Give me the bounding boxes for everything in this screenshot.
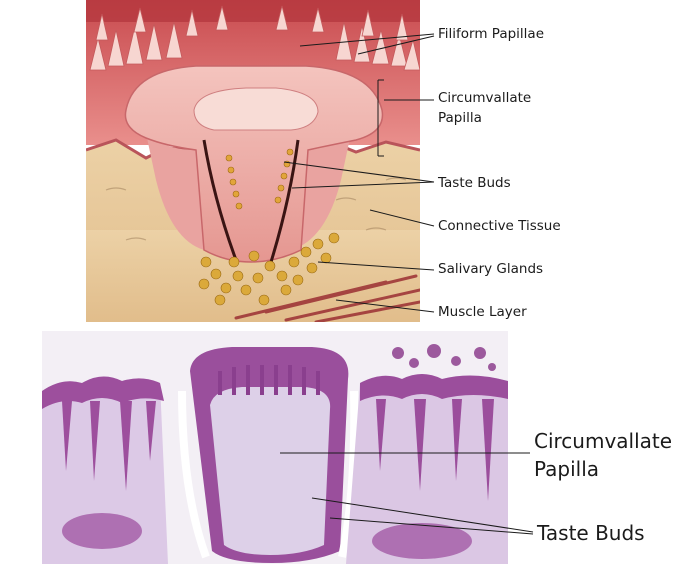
tongue-papilla-illustration: [86, 0, 420, 322]
taste-bud-dots: [225, 148, 294, 210]
histology-micrograph: [42, 331, 508, 564]
salivary-glands: [198, 232, 340, 306]
label-filiform-papillae: Filiform Papillae: [438, 26, 545, 42]
muscle-layer: [234, 274, 420, 322]
circumvallate-papilla-shape: [124, 65, 384, 263]
right-tissue: [346, 374, 508, 564]
label-taste-buds: Taste Buds: [438, 175, 511, 191]
label-connective-tissue: Connective Tissue: [438, 218, 561, 234]
micro-label-circumvallate-line2: Papilla: [534, 457, 600, 481]
micro-label-circumvallate-line1: Circumvallate: [534, 429, 673, 453]
label-circumvallate-papilla-line2: Papilla: [438, 110, 482, 126]
label-circumvallate-papilla-line1: Circumvallate: [438, 90, 532, 106]
micro-label-taste-buds: Taste Buds: [537, 521, 645, 545]
label-muscle-layer: Muscle Layer: [438, 304, 527, 320]
filiform-papillae: [89, 5, 420, 71]
left-tissue: [42, 376, 168, 564]
label-salivary-glands: Salivary Glands: [438, 261, 544, 277]
